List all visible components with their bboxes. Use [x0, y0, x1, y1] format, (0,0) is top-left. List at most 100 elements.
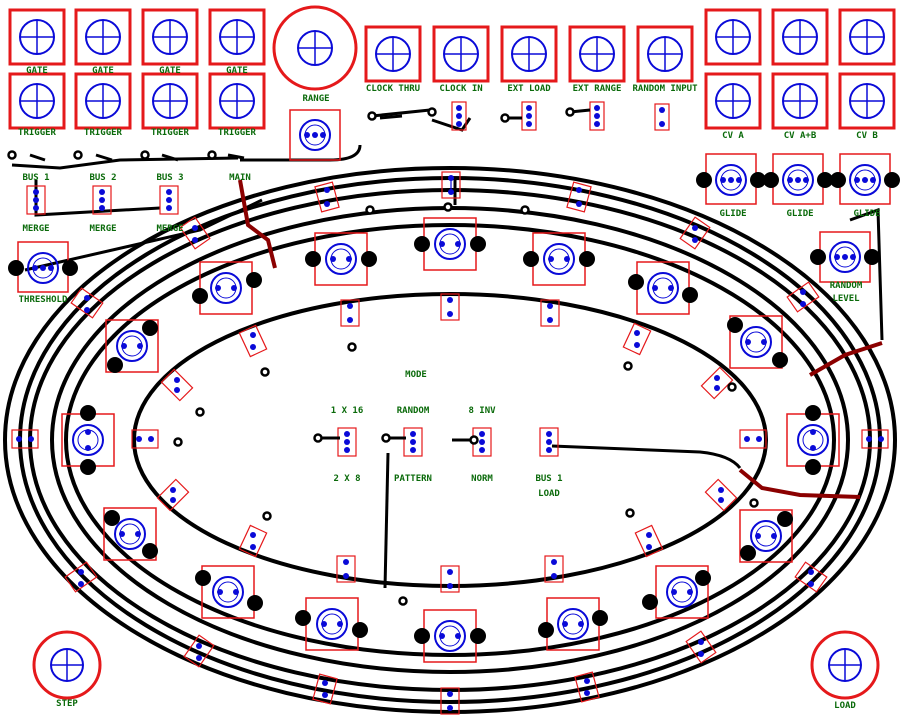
label-mode-norm: NORM [471, 474, 493, 484]
step-pot-2[interactable] [414, 217, 486, 271]
jack-trigger-2[interactable] [74, 72, 132, 130]
jack-clock-thru[interactable] [364, 25, 422, 83]
component [685, 630, 717, 664]
label-trigger-3: TRIGGER [151, 128, 190, 138]
label-glide-1: GLIDE [719, 209, 746, 219]
step-pot-1[interactable] [305, 232, 377, 286]
label-trigger-4: TRIGGER [218, 128, 257, 138]
component [238, 324, 268, 358]
small-components [11, 101, 889, 715]
step-pot-8[interactable] [642, 565, 711, 619]
component [654, 103, 670, 131]
glide-pot-2[interactable] [763, 153, 833, 205]
label-mode-8inv: 8 INV [468, 406, 496, 416]
glide-pot-1[interactable] [696, 153, 766, 205]
step-pot-10[interactable] [414, 609, 486, 663]
jack-gate-3[interactable] [141, 8, 199, 66]
component [440, 293, 460, 321]
load-jack[interactable] [810, 630, 880, 700]
label-cv-ab: CV A+B [784, 131, 817, 141]
random-level-pot[interactable] [810, 231, 880, 283]
label-mode-1x16: 1 X 16 [331, 406, 364, 416]
jack-gate-2[interactable] [74, 8, 132, 66]
component [574, 671, 600, 703]
label-ext-load: EXT LOAD [507, 84, 551, 94]
component [861, 429, 889, 449]
component [314, 181, 340, 213]
label-mode: MODE [405, 370, 427, 380]
component [566, 181, 592, 213]
label-threshold: THRESHOLD [19, 295, 68, 305]
jack-ext-load[interactable] [500, 25, 558, 83]
jack-trigger-4[interactable] [208, 72, 266, 130]
jack-cv-ab[interactable] [771, 72, 829, 130]
mode-switch-4[interactable] [539, 427, 559, 457]
label-load: LOAD [834, 701, 856, 711]
component [26, 185, 46, 215]
component [156, 478, 190, 512]
label-gate-2: GATE [92, 66, 114, 76]
label-gate-4: GATE [226, 66, 248, 76]
threshold-pot[interactable] [8, 241, 78, 293]
label-glide-2: GLIDE [786, 209, 813, 219]
step-pot-7[interactable] [739, 509, 793, 563]
component [739, 429, 767, 449]
component [238, 524, 268, 558]
step-pot-14[interactable] [61, 405, 115, 475]
label-trigger-2: TRIGGER [84, 128, 123, 138]
jack-trigger-1[interactable] [8, 72, 66, 130]
component [521, 101, 537, 131]
jack-trigger-3[interactable] [141, 72, 199, 130]
step-pot-11[interactable] [295, 597, 368, 651]
component [336, 555, 356, 583]
step-pot-3[interactable] [523, 232, 595, 286]
jack-right-1[interactable] [704, 8, 762, 66]
step-pot-16[interactable] [192, 261, 262, 315]
jack-right-2[interactable] [771, 8, 829, 66]
component [64, 561, 98, 593]
jack-right-3[interactable] [838, 8, 896, 66]
step-pot-6[interactable] [786, 405, 840, 475]
component [131, 429, 159, 449]
jack-cv-b[interactable] [838, 72, 896, 130]
label-mode-2x8: 2 X 8 [333, 474, 360, 484]
component [11, 429, 39, 449]
step-jack[interactable] [32, 630, 102, 700]
label-ext-range: EXT RANGE [573, 84, 622, 94]
range-pot[interactable] [289, 109, 341, 161]
alt-traces [238, 179, 883, 499]
component [159, 185, 179, 215]
range-knob[interactable] [272, 5, 358, 91]
glide-pot-3[interactable] [830, 153, 900, 205]
jack-gate-1[interactable] [8, 8, 66, 66]
jack-ext-range[interactable] [568, 25, 626, 83]
step-pot-12[interactable] [195, 565, 263, 619]
component [679, 216, 711, 250]
silkscreen-labels: GATE GATE GATE GATE TRIGGER TRIGGER TRIG… [18, 66, 881, 711]
label-gate-3: GATE [159, 66, 181, 76]
jack-gate-4[interactable] [208, 8, 266, 66]
component [622, 322, 652, 356]
pads [7, 107, 759, 606]
mode-switch-1[interactable] [337, 427, 357, 457]
label-range: RANGE [302, 94, 329, 104]
jack-clock-in[interactable] [432, 25, 490, 83]
component [440, 687, 460, 715]
component [451, 101, 467, 131]
jack-random-input[interactable] [636, 25, 694, 83]
pot-footprints [8, 109, 900, 663]
component [340, 299, 360, 327]
label-random-level-2: LEVEL [832, 294, 860, 304]
step-pot-5[interactable] [727, 315, 788, 369]
component [544, 555, 564, 583]
label-mode-bus-1: BUS 1 [535, 474, 562, 484]
jack-cv-a[interactable] [704, 72, 762, 130]
step-pot-4[interactable] [628, 261, 698, 315]
component [786, 281, 820, 313]
mode-switch-2[interactable] [403, 427, 423, 457]
step-pot-9[interactable] [538, 597, 608, 651]
step-pot-13[interactable] [103, 507, 158, 561]
label-step: STEP [56, 699, 78, 709]
step-pot-15[interactable] [105, 319, 159, 373]
label-merge-2: MERGE [89, 224, 116, 234]
